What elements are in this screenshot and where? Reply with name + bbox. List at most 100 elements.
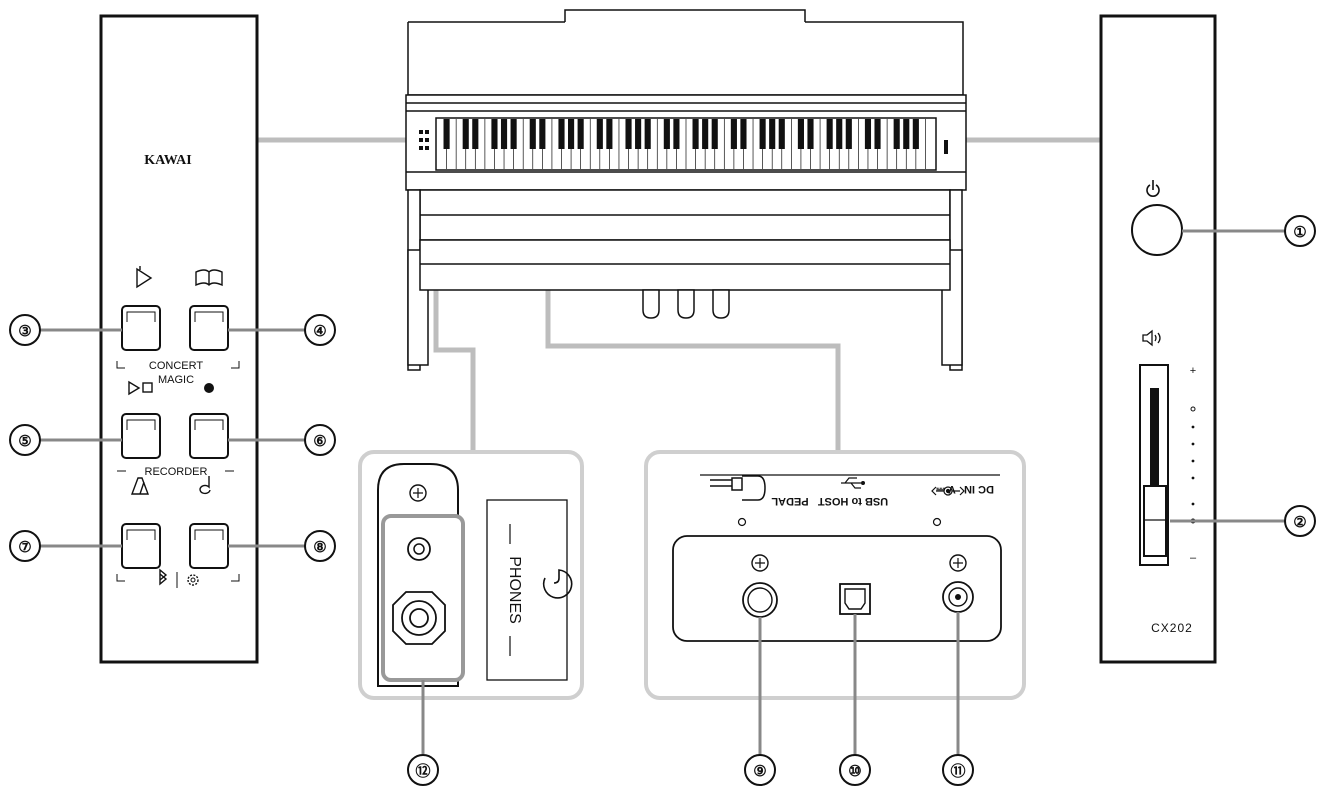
black-key bbox=[577, 119, 584, 149]
record-icon bbox=[204, 383, 214, 393]
recorder-label: RECORDER bbox=[145, 466, 208, 478]
black-key bbox=[903, 119, 910, 149]
usb-label: USB to HOST bbox=[818, 495, 889, 507]
bluetooth-icon bbox=[159, 568, 168, 586]
black-key bbox=[606, 119, 613, 149]
concert-magic-label: CONCERT bbox=[149, 360, 203, 372]
black-key bbox=[443, 119, 450, 149]
callout-4-label: ④ bbox=[313, 323, 326, 340]
callout-2-label: ② bbox=[1293, 514, 1306, 531]
piano-volume-mini bbox=[944, 140, 948, 154]
black-key bbox=[529, 119, 536, 149]
callout-1 bbox=[1284, 215, 1316, 247]
callout-1-label: ① bbox=[1293, 224, 1306, 241]
black-key bbox=[491, 119, 498, 149]
black-key bbox=[874, 119, 881, 149]
black-key bbox=[510, 119, 517, 149]
callout-9-label: ⑨ bbox=[753, 763, 766, 780]
pedal-board bbox=[419, 239, 951, 291]
lesson-button[interactable] bbox=[189, 305, 229, 351]
power-button[interactable] bbox=[1131, 204, 1183, 256]
black-key bbox=[826, 119, 833, 149]
concert-magic-button[interactable] bbox=[121, 305, 161, 351]
piano-left-controls bbox=[419, 130, 429, 150]
phones-panel: PHONES bbox=[358, 450, 584, 700]
callout-3-label: ③ bbox=[18, 323, 31, 340]
callout-11 bbox=[942, 754, 974, 786]
black-key bbox=[692, 119, 699, 149]
black-key bbox=[797, 119, 804, 149]
callout-6 bbox=[304, 424, 336, 456]
dc-polarity-icon bbox=[931, 486, 965, 496]
power-icon bbox=[1146, 184, 1160, 197]
sound-button[interactable] bbox=[189, 523, 229, 569]
callout-12 bbox=[407, 754, 439, 786]
black-key bbox=[558, 119, 565, 149]
callout-7-label: ⑦ bbox=[18, 539, 31, 556]
callout-8 bbox=[304, 530, 336, 562]
gear-icon bbox=[187, 574, 199, 586]
callout-leaders bbox=[40, 229, 1285, 757]
callouts: ① ② ③ ④ ⑤ ⑥ ⑦ ⑧ bbox=[9, 215, 1316, 786]
black-key bbox=[759, 119, 766, 149]
voltage-label: V ⎓ bbox=[936, 483, 955, 495]
play-stop-icon bbox=[128, 380, 141, 396]
callout-11-label: ⑪ bbox=[950, 762, 965, 780]
black-key bbox=[778, 119, 785, 149]
rec-button[interactable] bbox=[189, 413, 229, 459]
volume-max-label: + bbox=[1190, 365, 1196, 377]
pedal-label: PEDAL bbox=[771, 495, 809, 507]
left-control-panel: KAWAI CONCERT MAGIC bbox=[99, 14, 259, 664]
headphone-icon bbox=[542, 569, 573, 599]
black-key bbox=[836, 119, 843, 149]
connector-panel: PEDAL USB to HOST V ⎓ DC IN bbox=[644, 450, 1026, 700]
book-icon bbox=[195, 269, 223, 287]
metronome-icon bbox=[130, 477, 150, 495]
black-key bbox=[539, 119, 546, 149]
callout-8-label: ⑧ bbox=[313, 539, 326, 556]
black-key bbox=[912, 119, 919, 149]
callout-6-label: ⑥ bbox=[313, 433, 326, 450]
black-key bbox=[711, 119, 718, 149]
black-key bbox=[740, 119, 747, 149]
callout-5 bbox=[9, 424, 41, 456]
black-key bbox=[462, 119, 469, 149]
cabinet-top bbox=[407, 21, 964, 96]
black-key bbox=[472, 119, 479, 149]
volume-min-label: – bbox=[1190, 552, 1197, 564]
black-key bbox=[807, 119, 814, 149]
callout-4 bbox=[304, 314, 336, 346]
usb-icon bbox=[841, 477, 861, 489]
callout-12-label: ⑫ bbox=[415, 762, 430, 780]
metronome-button[interactable] bbox=[121, 523, 161, 569]
callout-10 bbox=[839, 754, 871, 786]
black-key bbox=[893, 119, 900, 149]
pedal-plug-icon bbox=[710, 475, 766, 501]
phones-label: PHONES bbox=[506, 556, 523, 624]
black-key bbox=[635, 119, 642, 149]
pedal-soft bbox=[642, 289, 660, 319]
black-key bbox=[673, 119, 680, 149]
black-key bbox=[500, 119, 508, 149]
concert-magic-label-2: MAGIC bbox=[158, 374, 194, 386]
callout-3 bbox=[9, 314, 41, 346]
volume-slider-slot bbox=[1150, 388, 1159, 513]
black-keys bbox=[443, 119, 926, 169]
speaker-volume-icon bbox=[1142, 329, 1161, 347]
brand-logo: KAWAI bbox=[144, 153, 191, 168]
black-key bbox=[568, 119, 575, 149]
play-stop-button[interactable] bbox=[121, 413, 161, 459]
callout-2 bbox=[1284, 505, 1316, 537]
pedal-sostenuto bbox=[677, 289, 695, 319]
dcin-label: DC IN bbox=[964, 483, 994, 495]
black-key bbox=[864, 119, 872, 149]
black-key bbox=[625, 119, 632, 149]
black-key bbox=[702, 119, 709, 149]
note-icon bbox=[199, 476, 211, 495]
black-key bbox=[845, 119, 852, 149]
volume-slider-knob[interactable] bbox=[1143, 485, 1167, 557]
black-key bbox=[596, 119, 603, 149]
piano-illustration bbox=[405, 9, 967, 371]
callout-10-label: ⑩ bbox=[848, 763, 861, 780]
